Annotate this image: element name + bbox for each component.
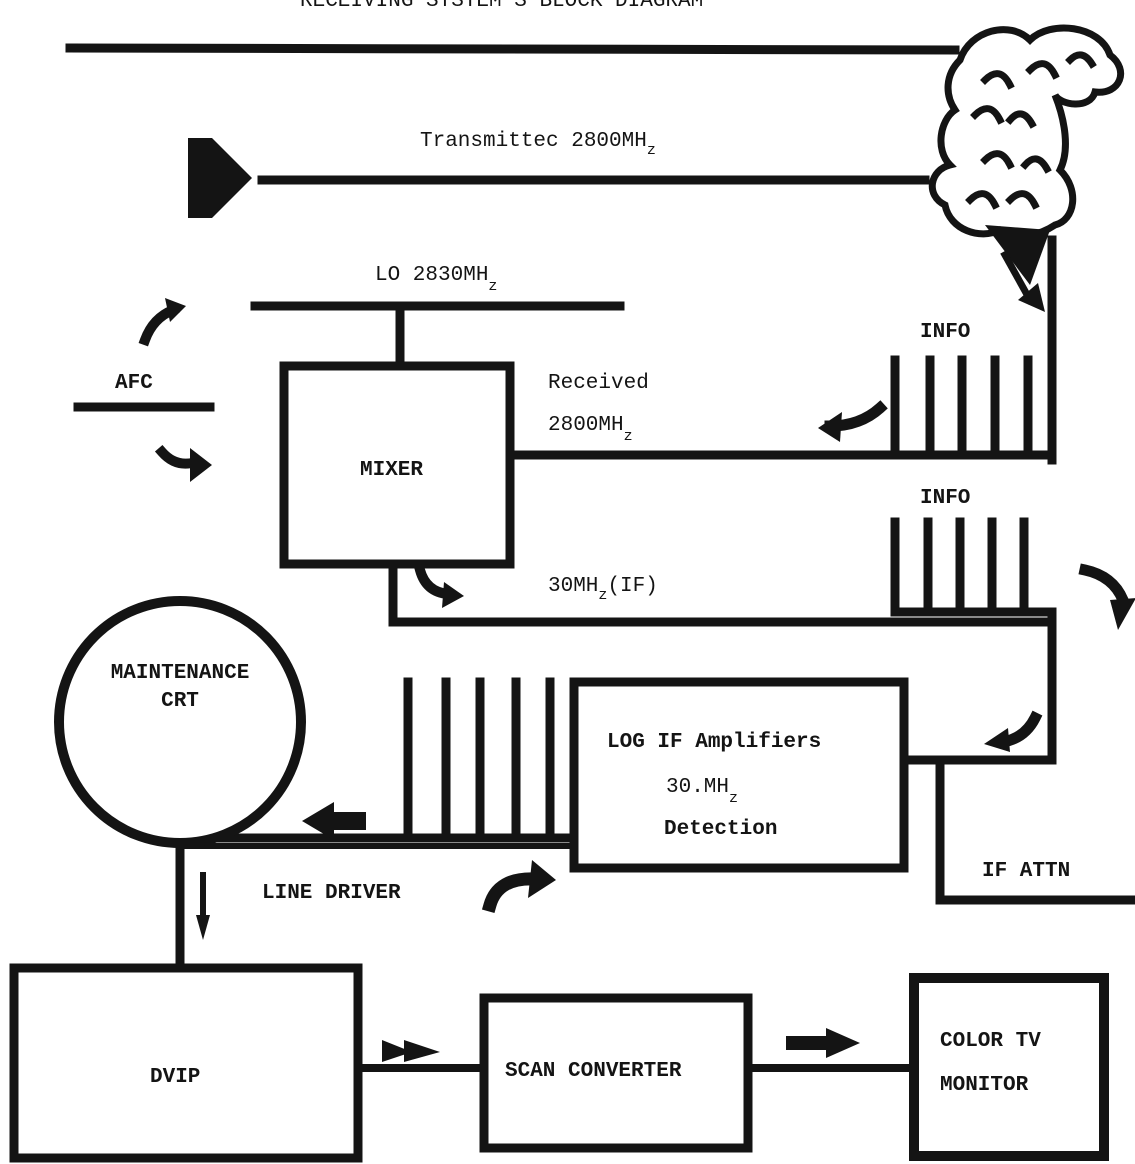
info-middle-label: INFO (920, 487, 970, 510)
dvip-to-scan-arrow-icon (382, 1040, 440, 1062)
info-comb-middle (890, 517, 1057, 617)
maintenance-crt-circle (54, 596, 306, 848)
info-top-label: INFO (920, 321, 970, 344)
afc-up-arrow-icon (138, 298, 186, 347)
scan-converter-block (479, 993, 753, 1153)
log-input-arrow-icon (984, 710, 1043, 752)
line-driver-curve-arrow-icon (481, 860, 556, 914)
afc-down-arrow-icon (154, 444, 212, 482)
lo-label: LO 2830MHz (375, 264, 497, 295)
scan-converter-label: SCAN CONVERTER (505, 1060, 682, 1083)
log-if-label-line1: LOG IF Amplifiers (607, 731, 821, 754)
afc-label: AFC (115, 372, 153, 395)
down-arrow-icon (196, 872, 210, 940)
color-tv-block (909, 973, 1109, 1161)
log-if-label-line2: 30.MHz (666, 776, 738, 807)
line-driver-label: LINE DRIVER (262, 882, 401, 905)
log-if-label-line3: Detection (664, 818, 777, 841)
if-out-arrow-icon (413, 563, 464, 608)
color-tv-label-line2: MONITOR (940, 1074, 1029, 1097)
color-tv-label-line1: COLOR TV (940, 1030, 1041, 1053)
dvip-block (9, 963, 363, 1163)
reflection-arrow-icon (1000, 250, 1045, 312)
diagram-title: RECEIVING SYSTEM'S BLOCK DIAGRAM (300, 0, 703, 13)
line-driver-comb (403, 677, 555, 843)
dvip-label: DVIP (150, 1066, 200, 1089)
top-line (65, 43, 960, 55)
right-side-arrow-icon (1078, 563, 1135, 630)
transmit-antenna-icon (188, 138, 252, 218)
log-output-arrow-icon (302, 802, 366, 840)
maintenance-crt-label-line1: MAINTENANCE (111, 662, 250, 685)
maintenance-crt-label-line2: CRT (161, 690, 199, 713)
if-attn-label: IF ATTN (982, 860, 1070, 883)
received-arrow-icon (818, 400, 888, 442)
info-comb-top (885, 355, 1057, 460)
scan-to-tv-arrow-icon (786, 1028, 860, 1058)
cloud-target-icon (928, 24, 1125, 285)
mixer-label: MIXER (360, 459, 423, 482)
transmitted-label: Transmittec 2800MHz (420, 130, 656, 159)
received-label-line1: Received (548, 372, 649, 395)
received-label-line2: 2800MHz (548, 414, 633, 445)
log-if-block (569, 677, 909, 873)
if-frequency-label: 30MHz(IF) (548, 575, 658, 604)
